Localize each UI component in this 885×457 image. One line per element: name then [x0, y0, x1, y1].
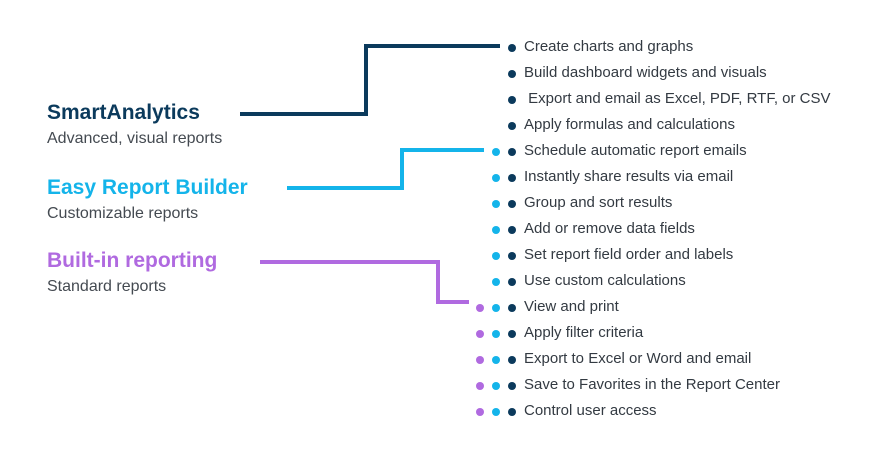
smart-tier-dot	[508, 200, 516, 208]
smart-tier-dot	[508, 226, 516, 234]
smart-tier-dot	[508, 408, 516, 416]
feature-item: Control user access	[472, 400, 872, 426]
tier-title: Easy Report Builder	[47, 176, 248, 199]
smart-tier-dot	[508, 174, 516, 182]
feature-item: Use custom calculations	[472, 270, 872, 296]
easy-tier-dot	[492, 252, 500, 260]
feature-item: Save to Favorites in the Report Center	[472, 374, 872, 400]
feature-item: Build dashboard widgets and visuals	[472, 62, 872, 88]
feature-item: Apply filter criteria	[472, 322, 872, 348]
builtin-tier-dot	[476, 330, 484, 338]
builtin-connector-line	[260, 260, 469, 304]
feature-item: Apply formulas and calculations	[472, 114, 872, 140]
smart-tier-dot	[508, 70, 516, 78]
easy-tier-dot	[492, 174, 500, 182]
feature-label: Schedule automatic report emails	[524, 142, 747, 159]
builtin-tier-dot	[476, 304, 484, 312]
tier-title: SmartAnalytics	[47, 101, 200, 124]
easy-tier-dot	[492, 330, 500, 338]
feature-label: Apply formulas and calculations	[524, 116, 735, 133]
smart-tier-dot	[508, 356, 516, 364]
feature-item: Instantly share results via email	[472, 166, 872, 192]
feature-item: Export to Excel or Word and email	[472, 348, 872, 374]
feature-label: Control user access	[524, 402, 657, 419]
tier-title: Built-in reporting	[47, 249, 218, 272]
smart-tier-dot	[508, 330, 516, 338]
easy-tier-dot	[492, 226, 500, 234]
feature-item: Add or remove data fields	[472, 218, 872, 244]
smart-tier-dot	[508, 44, 516, 52]
feature-label: Export to Excel or Word and email	[524, 350, 752, 367]
smart-connector-line	[240, 44, 500, 116]
feature-label: Group and sort results	[524, 194, 673, 211]
builtin-tier-dot	[476, 356, 484, 364]
feature-label: Create charts and graphs	[524, 38, 694, 55]
easy-tier-dot	[492, 278, 500, 286]
tier-built-in-reporting: Built-in reporting Standard reports	[47, 248, 217, 298]
tier-subtitle: Standard reports	[47, 278, 167, 295]
easy-tier-dot	[492, 200, 500, 208]
feature-item: Set report field order and labels	[472, 244, 872, 270]
smart-tier-dot	[508, 304, 516, 312]
smart-tier-dot	[508, 122, 516, 130]
tier-easy-report-builder: Easy Report Builder Customizable reports	[47, 175, 248, 225]
smart-tier-dot	[508, 96, 516, 104]
feature-item: Group and sort results	[472, 192, 872, 218]
smart-tier-dot	[508, 278, 516, 286]
feature-label: Use custom calculations	[524, 272, 686, 289]
tier-subtitle: Customizable reports	[47, 205, 199, 222]
tier-smartanalytics: SmartAnalytics Advanced, visual reports	[47, 100, 222, 150]
smart-tier-dot	[508, 382, 516, 390]
feature-item: Schedule automatic report emails	[472, 140, 872, 166]
feature-label: View and print	[524, 298, 619, 315]
feature-item: Export and email as Excel, PDF, RTF, or …	[472, 88, 872, 114]
smart-tier-dot	[508, 252, 516, 260]
feature-item: Create charts and graphs	[472, 36, 872, 62]
feature-label: Set report field order and labels	[524, 246, 734, 263]
feature-label: Apply filter criteria	[524, 324, 644, 341]
builtin-tier-dot	[476, 382, 484, 390]
easy-tier-dot	[492, 356, 500, 364]
feature-label: Export and email as Excel, PDF, RTF, or …	[524, 90, 831, 107]
easy-connector-line	[287, 148, 484, 190]
smart-tier-dot	[508, 148, 516, 156]
easy-tier-dot	[492, 408, 500, 416]
feature-label: Instantly share results via email	[524, 168, 734, 185]
easy-tier-dot	[492, 304, 500, 312]
feature-label: Add or remove data fields	[524, 220, 695, 237]
easy-tier-dot	[492, 382, 500, 390]
tier-subtitle: Advanced, visual reports	[47, 130, 223, 147]
builtin-tier-dot	[476, 408, 484, 416]
feature-item: View and print	[472, 296, 872, 322]
feature-label: Build dashboard widgets and visuals	[524, 64, 767, 81]
feature-label: Save to Favorites in the Report Center	[524, 376, 780, 393]
easy-tier-dot	[492, 148, 500, 156]
